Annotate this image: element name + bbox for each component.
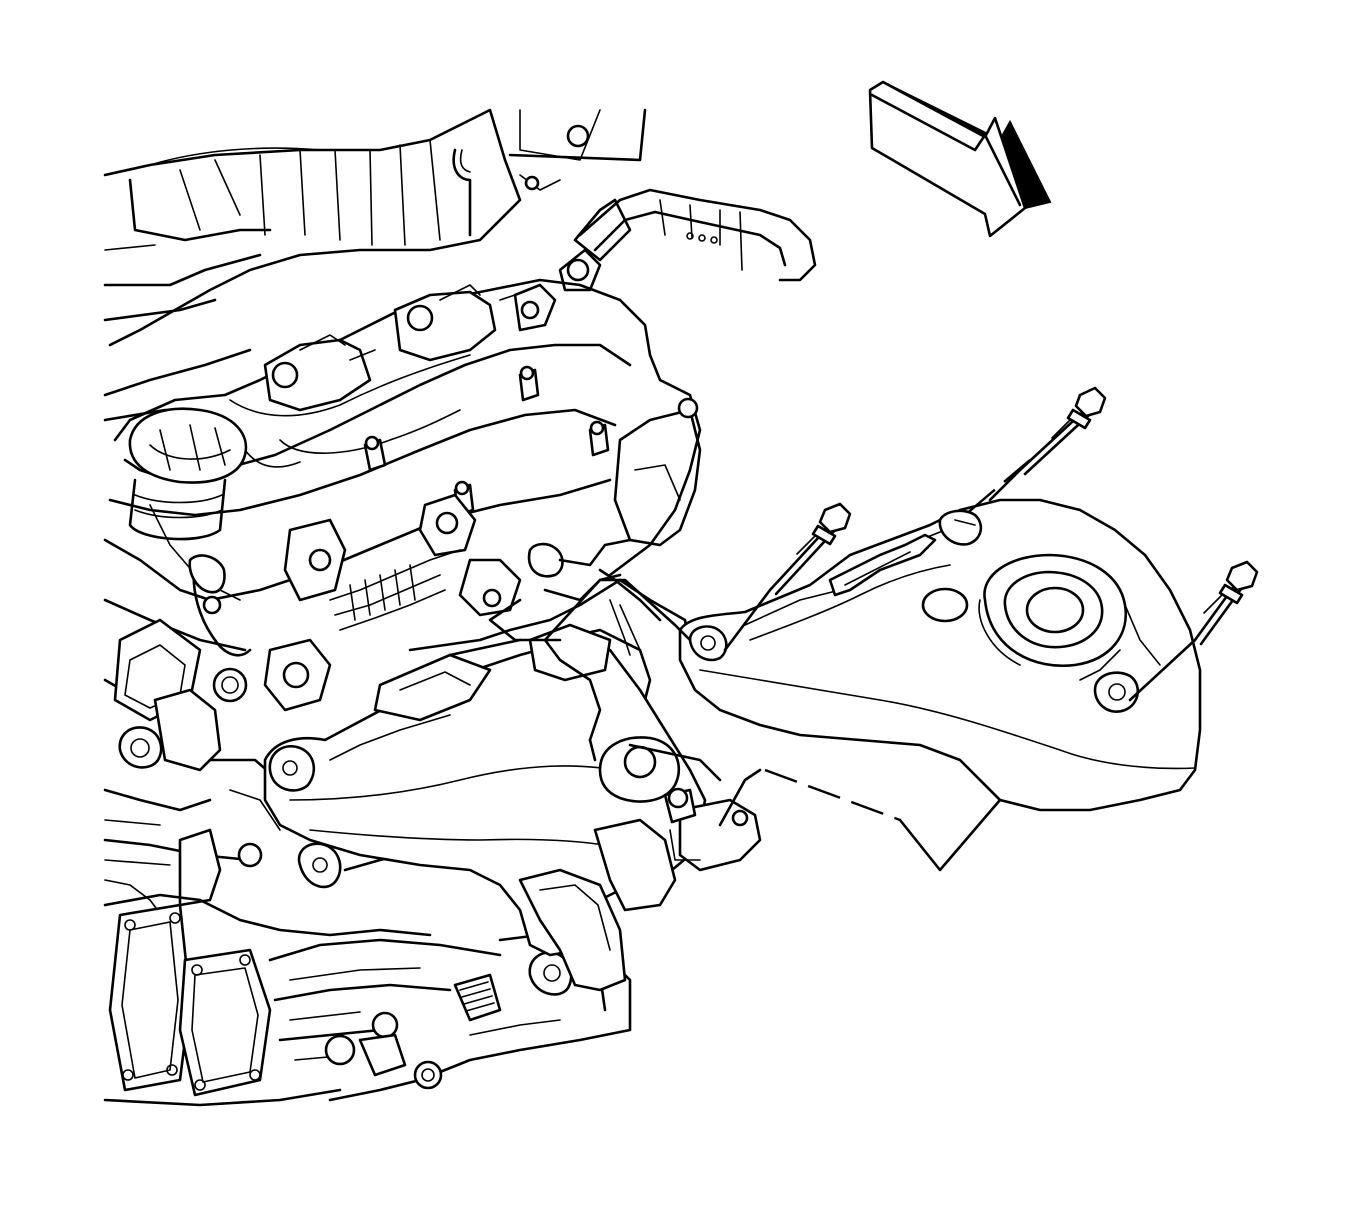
bolt-top (1018, 386, 1107, 476)
heat-shield-icon (678, 498, 1202, 812)
direction-arrow-icon (868, 80, 1052, 238)
bolt-left (768, 502, 852, 596)
engine-assembly-icon (103, 108, 817, 1107)
exhaust-manifold-icon (263, 623, 762, 992)
bolt-icon (768, 386, 1259, 646)
alignment-lines (488, 459, 1197, 872)
bolt-right (1193, 560, 1259, 646)
